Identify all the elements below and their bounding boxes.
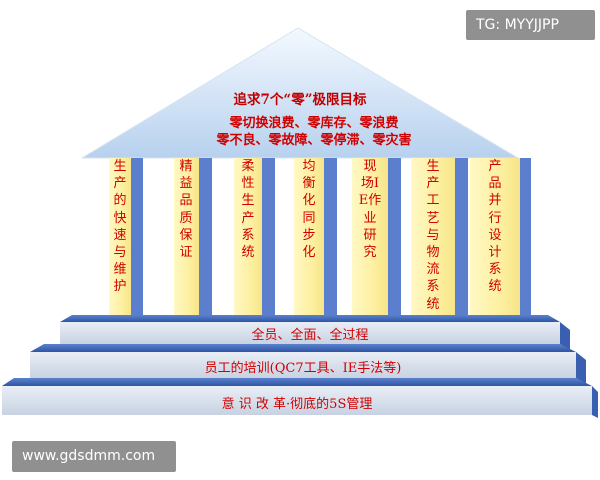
roof-goals-line-1: 零切换浪费、零库存、零浪费 xyxy=(229,116,399,131)
step-label-2: 员工的培训(QC7工具、IE手法等) xyxy=(204,361,402,376)
pillar-label-4: 均衡化同步化 xyxy=(302,159,316,261)
pillar xyxy=(174,158,212,315)
step-2 xyxy=(30,344,586,384)
pillar-label-1: 生产的快速与维护 xyxy=(113,159,127,295)
watermark-badge-bottom: www.gdsdmm.com xyxy=(12,441,176,472)
pillar xyxy=(109,158,143,315)
pillar xyxy=(411,158,468,315)
step-3 xyxy=(2,378,598,418)
step-1 xyxy=(60,315,570,350)
pillar xyxy=(352,158,401,315)
step-label-1: 全员、全面、全过程 xyxy=(251,328,369,343)
pillar-label-6: 生产工艺与物流系统 xyxy=(426,159,440,312)
pillars xyxy=(109,158,531,315)
pillar xyxy=(470,158,531,315)
pillar-label-7: 产品并行设计系统 xyxy=(488,159,502,295)
watermark-badge-top: TG: MYYJJPP xyxy=(466,10,595,40)
step-label-3: 意 识 改 革·彻底的5S管理 xyxy=(221,397,373,412)
pillar-label-3: 柔性生产系统 xyxy=(241,159,255,261)
roof-goals-line-2: 零不良、零故障、零停滞、零灾害 xyxy=(216,133,412,148)
pillar-label-5: 现场IE作业研究 xyxy=(358,159,382,261)
pillar xyxy=(294,158,337,315)
pillar xyxy=(234,158,275,315)
roof-title: 追求7个“零”极限目标 xyxy=(233,92,367,108)
pillar-label-2: 精益品质保证 xyxy=(179,159,193,261)
